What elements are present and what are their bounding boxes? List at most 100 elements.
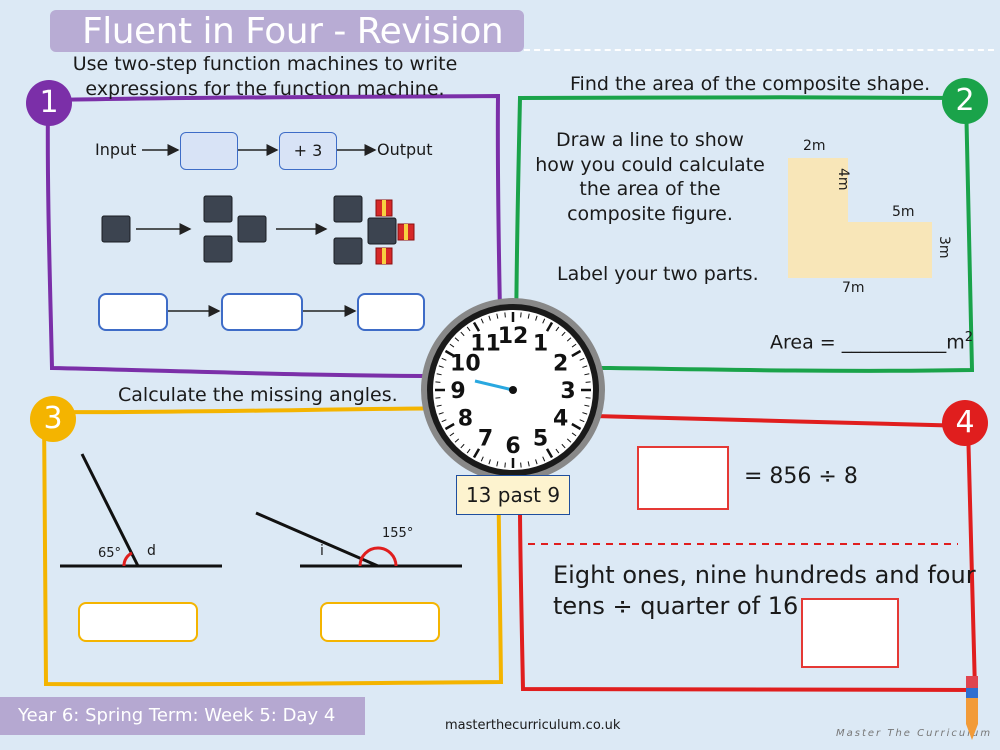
clock-tick xyxy=(571,422,582,431)
cube-icon xyxy=(101,195,397,265)
q1-instruction-line: Use two-step function machines to write xyxy=(72,53,458,75)
pencil-logo-icon xyxy=(966,676,978,740)
clock-tick xyxy=(582,412,588,415)
q1-instruction-line: expressions for the function machine. xyxy=(85,77,445,100)
angle2-answer-box[interactable] xyxy=(320,602,440,642)
clock-tick xyxy=(585,397,591,399)
dim-top: 2m xyxy=(803,138,826,154)
machine-step1-box xyxy=(180,132,238,170)
clock-tick xyxy=(438,412,444,415)
clock-tick xyxy=(449,343,455,348)
clock-tick xyxy=(561,331,566,337)
clock-tick xyxy=(460,443,465,449)
machine-output-label: Output xyxy=(377,140,433,159)
q4-word-problem: Eight ones, nine hundreds and four tens … xyxy=(553,560,976,622)
title-divider xyxy=(524,49,994,51)
clock-tick xyxy=(582,365,588,368)
clock-tick xyxy=(579,419,585,423)
clock-tick xyxy=(480,318,484,324)
angle1-unknown: d xyxy=(147,543,156,559)
clock-tick xyxy=(527,461,530,467)
q2-label-note: Label your two parts. xyxy=(557,263,759,285)
clock-number: 1 xyxy=(533,331,548,356)
clock-tick xyxy=(520,312,522,318)
q2-instruction: Draw a line to show how you could calcul… xyxy=(530,128,770,227)
brand-logo-text: Master The Curriculum xyxy=(836,728,993,739)
clock-number: 11 xyxy=(470,331,501,356)
q1-instruction: Use two-step function machines to write … xyxy=(0,52,530,101)
q1-number-badge: 1 xyxy=(26,80,72,126)
angle1-given: 65° xyxy=(98,546,122,561)
clock-tick xyxy=(566,438,572,443)
q2-instruction-line: Draw a line to show xyxy=(556,129,744,151)
clock-number: 10 xyxy=(450,352,481,377)
clock-number: 2 xyxy=(553,352,568,377)
title-bar xyxy=(50,10,524,52)
clock-time-caption: 13 past 9 xyxy=(456,475,570,515)
dim-step: 5m xyxy=(892,204,915,220)
angle-diagrams xyxy=(60,453,462,568)
q4-answer-box-1[interactable] xyxy=(637,446,729,510)
clock-number: 6 xyxy=(505,434,520,459)
clock-tick xyxy=(444,349,455,358)
clock-tick xyxy=(571,343,577,348)
dim-right: 3m xyxy=(936,236,952,259)
q3-title: Calculate the missing angles. xyxy=(118,384,398,406)
angle2-given: 155° xyxy=(382,526,414,541)
clock-tick xyxy=(579,357,585,361)
clock-tick xyxy=(584,404,590,407)
clock-tick xyxy=(436,373,442,376)
dim-left: 4m xyxy=(835,168,851,191)
clock-tick xyxy=(555,448,560,454)
clock-tick xyxy=(472,448,481,459)
dim-bottom: 7m xyxy=(842,280,865,296)
clock-tick xyxy=(436,404,442,407)
clock-tick xyxy=(504,462,506,468)
clock-number: 4 xyxy=(553,407,568,432)
clock-tick xyxy=(571,349,582,358)
clock-center xyxy=(509,386,517,394)
area-answer-line: Area = ___________m2 xyxy=(770,330,973,355)
clock-tick xyxy=(545,448,554,459)
clock-tick xyxy=(584,373,590,376)
clock-number: 5 xyxy=(533,427,548,452)
clock-tick xyxy=(542,318,546,324)
answer-box-middle[interactable] xyxy=(221,293,303,331)
clock-tick xyxy=(566,337,572,342)
clock-tick xyxy=(435,397,441,399)
hour-hand xyxy=(474,379,514,392)
area-unit-exponent: 2 xyxy=(964,330,974,345)
q4-answer-box-2[interactable] xyxy=(801,598,899,668)
clock-number: 9 xyxy=(450,379,465,404)
clock-tick xyxy=(496,461,499,467)
clock-tick xyxy=(441,357,447,361)
clock-tick xyxy=(504,312,506,318)
composite-shape xyxy=(788,158,932,278)
clock-tick xyxy=(466,326,471,332)
clock-tick xyxy=(472,321,481,332)
q2-instruction-line: the area of the xyxy=(579,178,721,201)
clock-number: 3 xyxy=(560,379,575,404)
angle1-answer-box[interactable] xyxy=(78,602,198,642)
clock-tick xyxy=(441,419,447,423)
clock-ticks xyxy=(435,312,591,468)
clock-tick xyxy=(454,438,460,443)
clock-tick xyxy=(488,459,491,465)
clock-tick xyxy=(496,313,499,319)
q2-instruction-line: composite figure. xyxy=(567,203,733,226)
q2-instruction-line: how you could calculate xyxy=(535,153,765,176)
q4-equation: = 856 ÷ 8 xyxy=(744,464,858,489)
clock-tick xyxy=(520,462,522,468)
clock-tick xyxy=(480,456,484,462)
footer-site[interactable]: masterthecurriculum.co.uk xyxy=(445,718,621,733)
clock-tick xyxy=(555,326,560,332)
q4-word-line: tens ÷ quarter of 16 = xyxy=(553,592,826,621)
clock-tick xyxy=(535,459,538,465)
clock-tick xyxy=(460,331,465,337)
answer-box-output[interactable] xyxy=(357,293,425,331)
clock-tick xyxy=(466,448,471,454)
q1-diagram xyxy=(101,144,415,317)
answer-box-input[interactable] xyxy=(98,293,168,331)
